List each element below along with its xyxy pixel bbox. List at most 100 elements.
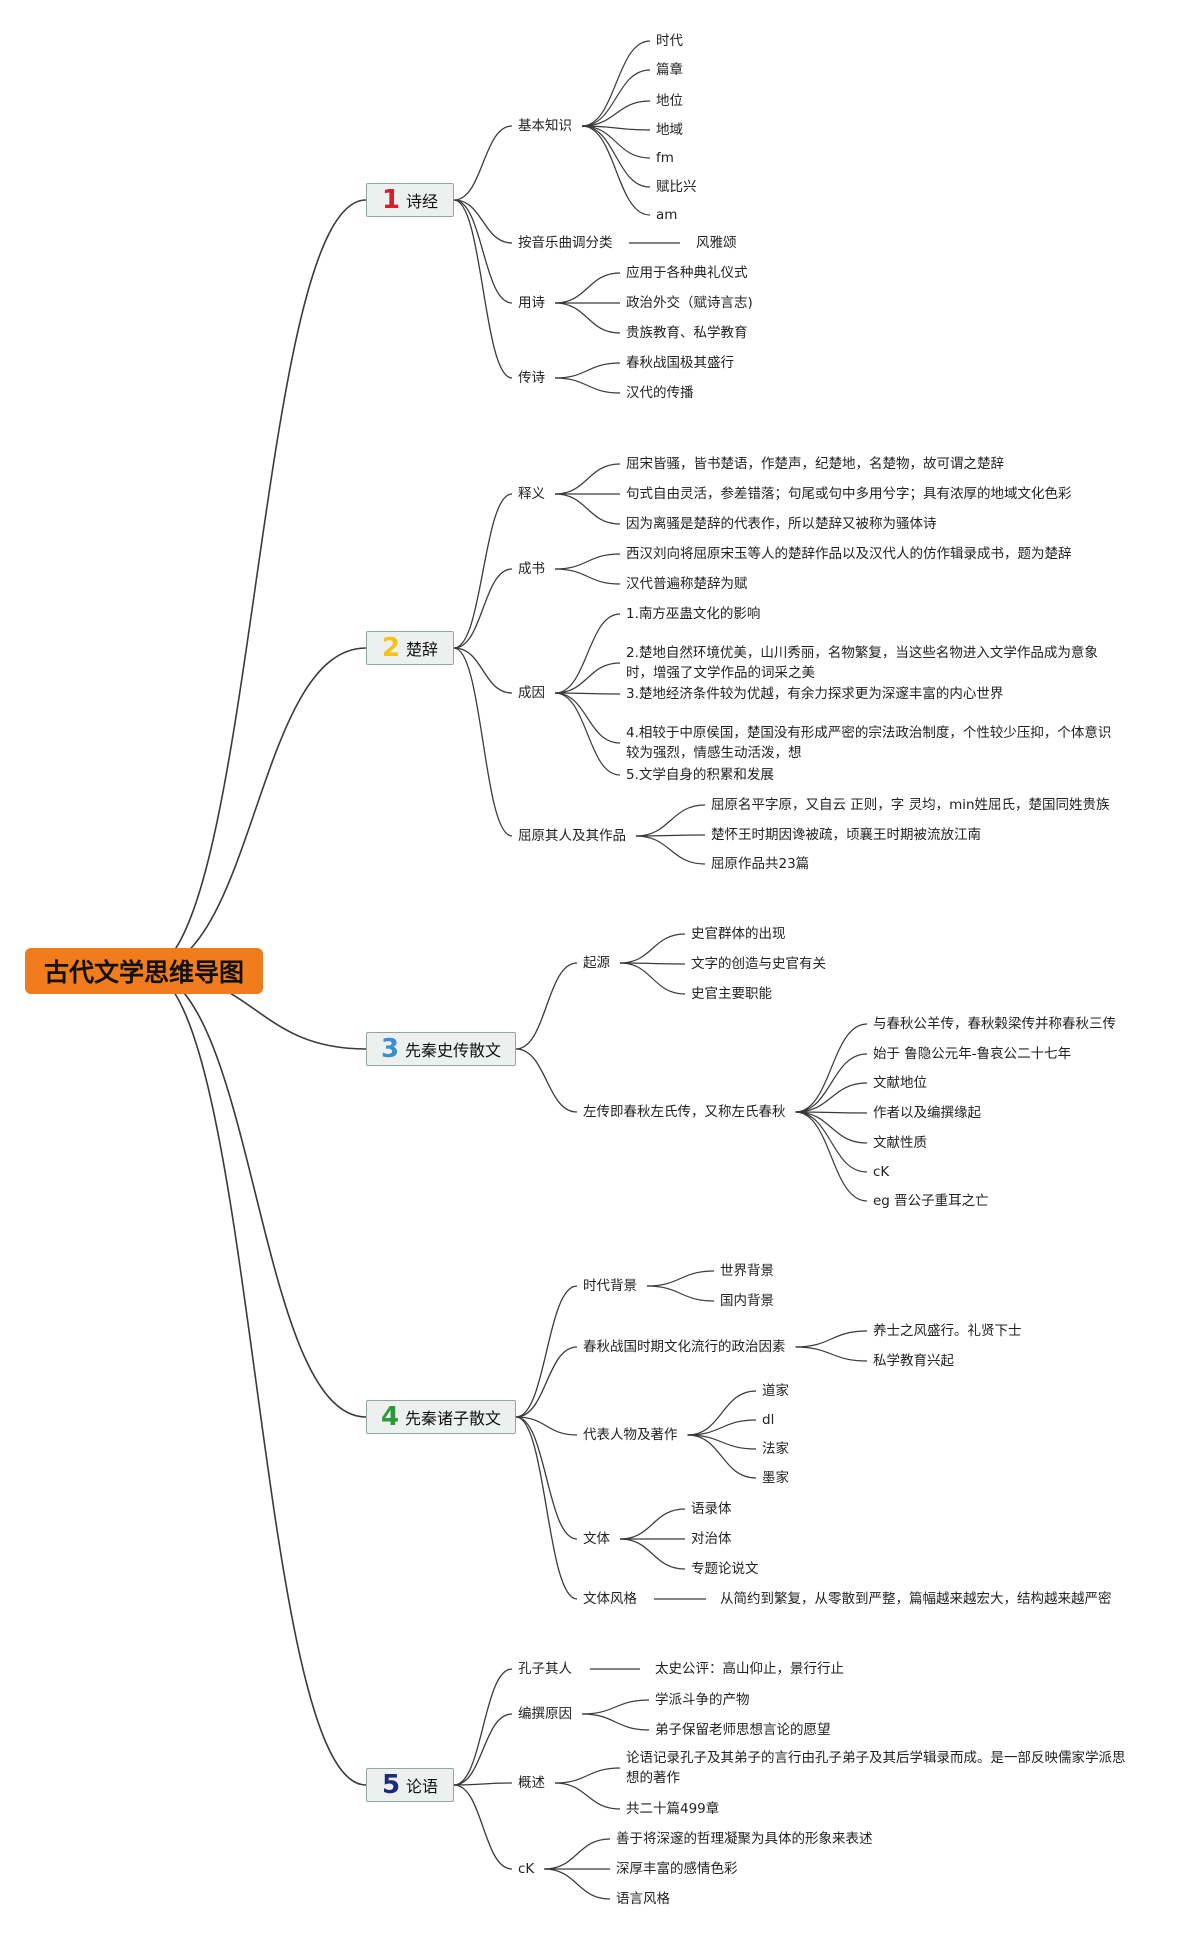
leaf-node[interactable]: 史官群体的出现 bbox=[691, 926, 786, 942]
leaf-node[interactable]: 春秋战国极其盛行 bbox=[626, 355, 734, 371]
leaf-node[interactable]: 作者以及编撰缘起 bbox=[873, 1105, 981, 1121]
child-node[interactable]: 成因 bbox=[518, 685, 545, 701]
leaf-node[interactable]: 太史公评：高山仰止，景行行止 bbox=[655, 1661, 844, 1677]
child-node[interactable]: 文体风格 bbox=[583, 1591, 637, 1607]
leaf-node[interactable]: 篇章 bbox=[656, 62, 683, 78]
child-node[interactable]: 释义 bbox=[518, 486, 545, 502]
leaf-node[interactable]: 道家 bbox=[762, 1383, 789, 1399]
child-node[interactable]: 春秋战国时期文化流行的政治因素 bbox=[583, 1339, 786, 1355]
leaf-node[interactable]: 4.相较于中原侯国，楚国没有形成严密的宗法政治制度，个性较少压抑，个体意识较为强… bbox=[626, 725, 1112, 761]
leaf-node[interactable]: 世界背景 bbox=[720, 1263, 774, 1279]
leaf-node[interactable]: 文字的创造与史官有关 bbox=[691, 956, 826, 972]
leaf-node[interactable]: 国内背景 bbox=[720, 1293, 774, 1309]
leaf-node[interactable]: 赋比兴 bbox=[656, 179, 697, 195]
leaf-node[interactable]: 史官主要职能 bbox=[691, 986, 772, 1002]
child-node[interactable]: 用诗 bbox=[518, 295, 545, 311]
leaf-node[interactable]: 善于将深邃的哲理凝聚为具体的形象来表述 bbox=[616, 1831, 873, 1847]
leaf-node[interactable]: 地位 bbox=[656, 93, 683, 109]
child-node[interactable]: 传诗 bbox=[518, 370, 545, 386]
leaf-node[interactable]: 汉代的传播 bbox=[626, 385, 694, 401]
leaf-node[interactable]: 3.楚地经济条件较为优越，有余力探求更为深邃丰富的内心世界 bbox=[626, 686, 1004, 702]
leaf-node[interactable]: 共二十篇499章 bbox=[626, 1801, 720, 1817]
leaf-connector bbox=[544, 1868, 611, 1900]
leaf-node[interactable]: 政治外交（赋诗言志) bbox=[626, 295, 753, 311]
leaf-node[interactable]: 弟子保留老师思想言论的愿望 bbox=[655, 1722, 831, 1738]
leaf-connector bbox=[795, 1346, 868, 1362]
leaf-node[interactable]: 屈宋皆骚，皆书楚语，作楚声，纪楚地，名楚物，故可谓之楚辞 bbox=[626, 456, 1004, 472]
leaf-connector bbox=[795, 1111, 868, 1114]
leaf-node[interactable]: 西汉刘向将屈原宋玉等人的楚辞作品以及汉代人的仿作辑录成书，题为楚辞 bbox=[626, 546, 1072, 562]
leaf-connector bbox=[554, 692, 621, 744]
leaf-node[interactable]: 始于 鲁隐公元年-鲁哀公二十七年 bbox=[873, 1046, 1072, 1062]
leaf-node[interactable]: 学派斗争的产物 bbox=[655, 1692, 750, 1708]
root-node[interactable]: 古代文学思维导图 bbox=[25, 948, 263, 994]
leaf-node[interactable]: 养士之风盛行。礼贤下士 bbox=[873, 1323, 1022, 1339]
branch-label: 先秦史传散文 bbox=[405, 1041, 502, 1060]
leaf-node[interactable]: 文献地位 bbox=[873, 1075, 927, 1091]
leaf-node[interactable]: 楚怀王时期因谗被疏，顷襄王时期被流放江南 bbox=[711, 827, 981, 843]
leaf-connector bbox=[795, 1111, 868, 1144]
leaf-connector bbox=[581, 125, 651, 131]
child-node[interactable]: 代表人物及著作 bbox=[583, 1427, 678, 1443]
child-node[interactable]: 起源 bbox=[583, 955, 610, 971]
branch-connector-1 bbox=[144, 199, 367, 972]
leaf-node[interactable]: eg 晋公子重耳之亡 bbox=[873, 1193, 989, 1209]
leaf-node[interactable]: 对治体 bbox=[691, 1531, 732, 1547]
leaf-node[interactable]: 应用于各种典礼仪式 bbox=[626, 265, 748, 281]
leaf-node[interactable]: 墨家 bbox=[762, 1470, 789, 1486]
leaf-node[interactable]: 从简约到繁复，从零散到严整，篇幅越来越宏大，结构越来越严密 bbox=[720, 1591, 1112, 1607]
branch-number-badge: 5 bbox=[381, 1770, 401, 1800]
child-connector bbox=[515, 1416, 578, 1600]
leaf-node[interactable]: 2.楚地自然环境优美，山川秀丽，名物繁复，当这些名物进入文学作品成为意象时，增强… bbox=[626, 645, 1098, 681]
child-connector bbox=[515, 1416, 578, 1540]
leaf-node[interactable]: 法家 bbox=[762, 1441, 789, 1457]
child-node[interactable]: 孔子其人 bbox=[518, 1661, 572, 1677]
child-node[interactable]: 基本知识 bbox=[518, 118, 572, 134]
leaf-node[interactable]: 风雅颂 bbox=[696, 235, 737, 251]
leaf-node[interactable]: 语录体 bbox=[691, 1501, 732, 1517]
leaf-node[interactable]: 专题论说文 bbox=[691, 1561, 759, 1577]
child-connector bbox=[515, 1346, 578, 1418]
child-connector bbox=[515, 1048, 578, 1113]
child-node[interactable]: 成书 bbox=[518, 561, 545, 577]
child-node[interactable]: 概述 bbox=[518, 1775, 545, 1791]
leaf-connector bbox=[554, 362, 621, 379]
leaf-node[interactable]: 屈原名平字原，又自云 正则，字 灵均，min姓屈氏，楚国同姓贵族 bbox=[711, 797, 1110, 813]
leaf-node[interactable]: am bbox=[656, 207, 678, 223]
child-node[interactable]: 屈原其人及其作品 bbox=[518, 828, 626, 844]
leaf-connector bbox=[795, 1023, 868, 1113]
leaf-node[interactable]: 深厚丰富的感情色彩 bbox=[616, 1861, 738, 1877]
leaf-node[interactable]: cK bbox=[873, 1164, 890, 1180]
child-node[interactable]: 按音乐曲调分类 bbox=[518, 235, 613, 251]
child-connector bbox=[515, 1416, 578, 1436]
leaf-node[interactable]: 与春秋公羊传，春秋榖梁传并称春秋三传 bbox=[873, 1016, 1116, 1032]
child-node[interactable]: cK bbox=[518, 1861, 535, 1877]
leaf-node[interactable]: 句式自由灵活，参差错落；句尾或句中多用兮字；具有浓厚的地域文化色彩 bbox=[626, 486, 1072, 502]
leaf-node[interactable]: 贵族教育、私学教育 bbox=[626, 325, 748, 341]
leaf-node[interactable]: 论语记录孔子及其弟子的言行由孔子弟子及其后学辑录而成。是一部反映儒家学派思想的著… bbox=[626, 1750, 1126, 1786]
leaf-node[interactable]: 1.南方巫蛊文化的影响 bbox=[626, 606, 761, 622]
leaf-node[interactable]: 屈原作品共23篇 bbox=[711, 856, 810, 872]
child-node[interactable]: 编撰原因 bbox=[518, 1706, 572, 1722]
leaf-node[interactable]: dl bbox=[762, 1412, 775, 1428]
child-node[interactable]: 左传即春秋左氏传，又称左氏春秋 bbox=[583, 1104, 786, 1120]
leaf-node[interactable]: 私学教育兴起 bbox=[873, 1353, 954, 1369]
leaf-node[interactable]: 文献性质 bbox=[873, 1135, 927, 1151]
leaf-node[interactable]: 因为离骚是楚辞的代表作，所以楚辞又被称为骚体诗 bbox=[626, 516, 937, 532]
leaf-node[interactable]: 5.文学自身的积累和发展 bbox=[626, 767, 774, 783]
leaf-node[interactable]: 汉代普遍称楚辞为赋 bbox=[626, 576, 748, 592]
child-node[interactable]: 时代背景 bbox=[583, 1278, 637, 1294]
child-node[interactable]: 文体 bbox=[583, 1531, 610, 1547]
leaf-node[interactable]: 语言风格 bbox=[616, 1891, 670, 1907]
leaf-node[interactable]: fm bbox=[656, 150, 674, 166]
branch-connector-5 bbox=[144, 970, 367, 1786]
leaf-node[interactable]: 地域 bbox=[656, 122, 683, 138]
leaf-node[interactable]: 时代 bbox=[656, 33, 683, 49]
leaf-connector bbox=[795, 1082, 868, 1113]
